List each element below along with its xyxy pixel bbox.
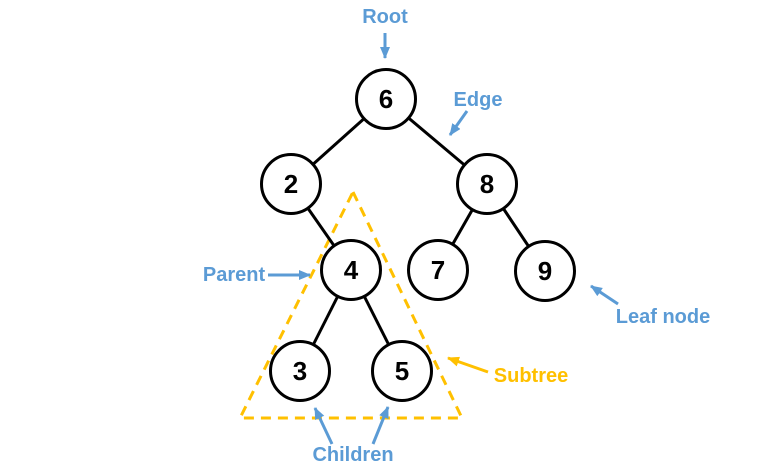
subtree-triangle bbox=[237, 188, 465, 420]
subtree-label: Subtree bbox=[493, 365, 569, 387]
root-label: Root bbox=[362, 6, 408, 28]
tree-node-8: 8 bbox=[456, 153, 518, 215]
tree-node-2: 2 bbox=[260, 153, 322, 215]
tree-node-9: 9 bbox=[514, 240, 576, 302]
tree-node-5: 5 bbox=[371, 340, 433, 402]
tree-node-4: 4 bbox=[320, 239, 382, 301]
edge-label: Edge bbox=[453, 89, 503, 111]
tree-node-6: 6 bbox=[355, 68, 417, 130]
tree-node-3: 3 bbox=[269, 340, 331, 402]
children-label: Children bbox=[312, 444, 394, 466]
parent-label: Parent bbox=[202, 264, 266, 286]
tree-node-7: 7 bbox=[407, 239, 469, 301]
leaf-node-label: Leaf node bbox=[615, 306, 711, 328]
